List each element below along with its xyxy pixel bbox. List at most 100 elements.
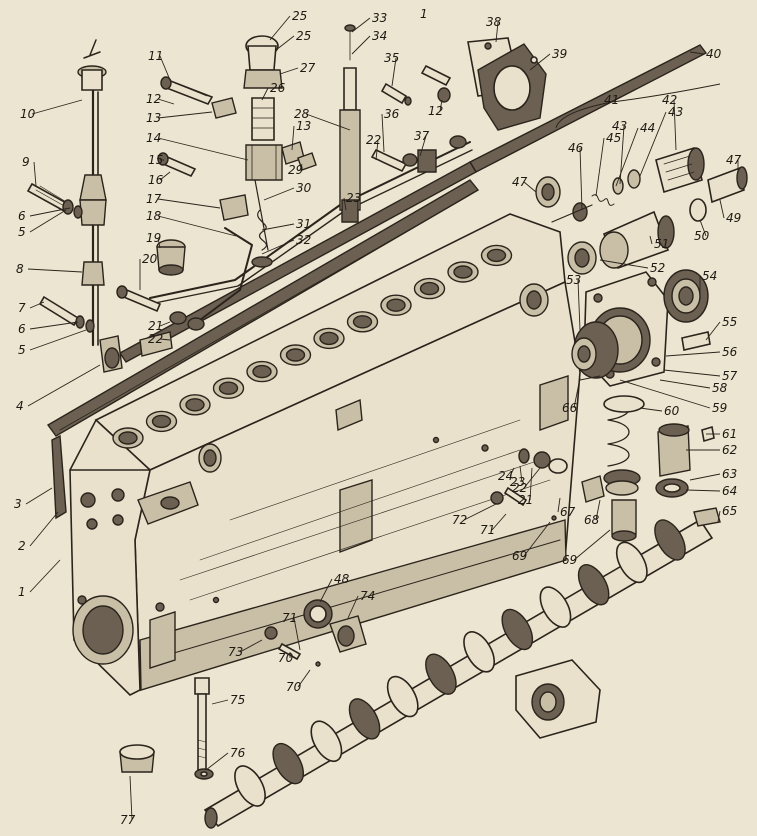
callout-leader — [519, 465, 523, 483]
callout-leader — [375, 139, 379, 161]
pump-element-cluster — [535, 146, 748, 275]
part-number-label: 70 — [286, 680, 302, 694]
cover-plates — [467, 37, 547, 131]
callout-leader — [157, 111, 213, 119]
callout-leader — [291, 125, 295, 151]
cam-lobe — [425, 653, 457, 695]
callout-leader — [529, 53, 551, 71]
part-number-label: 39 — [552, 47, 567, 61]
part-number-label: 23 — [510, 475, 525, 489]
part-number-label: 55 — [722, 315, 737, 329]
callout-leader — [599, 259, 649, 269]
callout-leader — [689, 51, 705, 55]
part-number-label: 50 — [694, 229, 710, 243]
plunger-bore-hole — [386, 298, 406, 312]
part-number-label: 13 — [296, 119, 311, 133]
bolts-11-15 — [157, 76, 305, 178]
callout-leader — [293, 617, 301, 651]
part-number-label: 51 — [654, 237, 669, 251]
callout-leader — [305, 113, 351, 131]
callout-leader — [665, 351, 721, 357]
callout-leader — [577, 279, 581, 331]
part-number-label: 41 — [604, 93, 619, 107]
callout-leader — [157, 137, 249, 161]
callout-leader — [615, 127, 639, 187]
callout-leader — [129, 775, 133, 821]
delivery-valve-stack — [243, 35, 283, 181]
cam-lobe — [386, 675, 419, 718]
part-number-label: 28 — [294, 107, 310, 121]
callout-leader — [269, 15, 291, 41]
part-number-label: 61 — [722, 427, 737, 441]
plugs-47-72 — [264, 599, 367, 667]
part-number-label: 49 — [726, 211, 741, 225]
callout-leader — [29, 321, 79, 330]
part-number-label: 47 — [726, 153, 742, 167]
part-number-label: 12 — [428, 104, 443, 118]
callout-leader — [529, 467, 533, 501]
part-number-label: 69 — [562, 553, 577, 567]
part-number-label: 45 — [606, 131, 621, 145]
part-number-label: 23 — [346, 191, 361, 205]
part-number-label: 12 — [146, 92, 161, 106]
part-number-label: 46 — [568, 141, 584, 155]
callout-leader — [297, 669, 311, 688]
callout-leader — [509, 467, 515, 477]
cam-lobe — [501, 608, 534, 651]
part-number-label: 54 — [702, 269, 717, 283]
part-number-label: 66 — [562, 401, 578, 415]
part-number-label: 32 — [296, 233, 311, 247]
camshaft — [203, 507, 721, 829]
callout-bracket — [555, 83, 721, 129]
part-number-label: 47 — [512, 175, 528, 189]
callout-leader — [263, 187, 295, 201]
callout-leader — [573, 377, 581, 409]
part-number-label: 70 — [278, 651, 294, 665]
part-number-label: 14 — [146, 131, 161, 145]
part-number-label: 6 — [18, 322, 26, 336]
callout-leader — [673, 99, 677, 151]
callout-leader — [27, 364, 101, 407]
plunger-bore-hole — [218, 381, 239, 395]
callout-leader — [523, 467, 541, 489]
part-number-label: 77 — [120, 813, 136, 827]
callout-leader — [347, 595, 359, 619]
callout-leader — [239, 639, 263, 653]
callout-leader — [705, 321, 721, 341]
part-number-label: 2 — [18, 539, 26, 553]
callout-leader — [579, 147, 583, 211]
part-number-label: 42 — [662, 93, 677, 107]
coupling-77 — [515, 659, 601, 739]
part-number-label: 72 — [452, 513, 467, 527]
gasket-rail — [46, 179, 480, 520]
callout-leader — [157, 237, 161, 249]
callout-leader — [211, 699, 229, 705]
plunger-bore-hole — [486, 248, 507, 263]
governor-flange — [571, 269, 711, 387]
plunger-bore-hole — [185, 398, 205, 412]
part-number-label: 71 — [282, 611, 297, 625]
part-number-label: 71 — [480, 523, 495, 537]
part-number-label: 44 — [640, 121, 655, 135]
callout-leader — [595, 499, 601, 521]
part-number-label: 76 — [230, 746, 246, 760]
callout-leader — [619, 379, 711, 409]
callout-leader — [689, 473, 721, 481]
callout-leader — [391, 57, 397, 87]
cam-lobe — [539, 586, 572, 628]
part-number-label: 30 — [296, 181, 312, 195]
plunger-bore-hole — [319, 331, 339, 346]
part-number-label: 21 — [518, 493, 533, 507]
part-number-label: 43 — [612, 119, 627, 133]
callout-leader — [157, 98, 175, 105]
figure-numeral: 1 — [420, 7, 428, 21]
part-number-label: 65 — [722, 504, 737, 518]
part-10-fitting — [77, 39, 123, 373]
part-number-label: 37 — [414, 129, 430, 143]
callout-leader — [685, 489, 721, 492]
cam-lobe — [615, 541, 648, 584]
callout-leader — [261, 87, 269, 101]
part-number-label: 31 — [296, 217, 311, 231]
plunger-bore-hole — [453, 265, 473, 279]
callout-leader — [699, 219, 707, 237]
